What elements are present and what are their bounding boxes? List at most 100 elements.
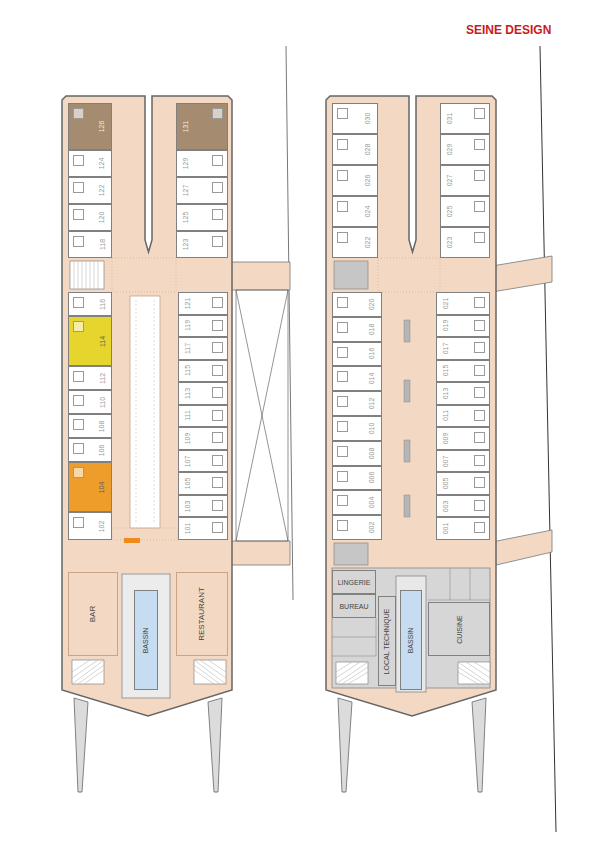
stair-steps [194,660,226,684]
atrium-void [130,296,160,528]
hotel-room: 129 [176,150,228,177]
room-number: 008 [369,447,376,459]
stair [194,660,226,684]
corridor-furniture [404,320,410,517]
room-space: RESTAURANT [176,572,228,656]
hotel-room: 021 [436,292,490,315]
bathroom-fixture [212,108,223,119]
landing-pattern [112,528,178,540]
room-number: 031 [446,113,453,125]
room-number: 127 [182,185,189,197]
stair-steps [336,662,368,684]
room-number: 007 [442,455,449,467]
room-number: 122 [99,185,106,197]
room-number: 027 [446,175,453,187]
hotel-room: 112 [68,366,112,390]
bathroom-fixture [212,455,223,466]
space-name: LOCAL TECHNIQUE [384,608,391,674]
bathroom-fixture [337,170,348,181]
bathroom-fixture [337,347,348,358]
bathroom-fixture [474,477,485,488]
space-name: BASSIN [408,627,415,653]
room-number: 126 [99,121,106,133]
room-number: 115 [184,365,191,376]
hotel-room: 102 [68,512,112,540]
room-number: 004 [369,497,376,509]
room-number: 121 [184,297,191,309]
room-number: 006 [369,472,376,484]
room-number: 116 [99,298,106,309]
hotel-room: 018 [332,317,382,342]
hotel-room: 131 [176,103,228,150]
bathroom-fixture [474,432,485,443]
room-number: 025 [446,206,453,218]
room-number: 020 [369,299,376,311]
bathroom-fixture [212,500,223,511]
hotel-room: 015 [436,360,490,383]
room-number: 124 [99,158,106,170]
service-room [334,543,368,565]
bathroom-fixture [73,371,84,382]
bathroom-fixture [474,201,485,212]
hotel-room: 009 [436,427,490,450]
room-number: 118 [99,239,106,250]
stair [70,261,104,289]
room-number: 022 [365,237,372,249]
bathroom-fixture [212,522,223,533]
pool-frame [396,576,426,692]
bathroom-fixture [337,471,348,482]
bathroom-fixture [212,236,223,247]
hotel-room: 010 [332,416,382,441]
room-number: 005 [442,478,449,490]
service-room [334,261,368,289]
bathroom-fixture [337,297,348,308]
hotel-room: 014 [332,366,382,391]
bathroom-fixture [212,432,223,443]
bathroom-fixture [474,387,485,398]
hotel-room: 013 [436,382,490,405]
room-number: 030 [365,113,372,125]
room-number: 111 [184,411,191,422]
hotel-room: 126 [68,103,112,150]
room-number: 001 [442,523,449,535]
hotel-room: 011 [436,405,490,428]
hotel-room: 004 [332,490,382,515]
bathroom-fixture [474,455,485,466]
room-number: 009 [442,433,449,445]
bathroom-fixture [73,395,84,406]
bathroom-fixture [337,396,348,407]
hotel-room: 110 [68,390,112,414]
hotel-room: 001 [436,517,490,540]
bathroom-fixture [212,365,223,376]
room-number: 021 [442,297,449,309]
hotel-room: 107 [178,450,228,473]
hotel-room: 002 [332,515,382,540]
room-number: 104 [99,481,106,493]
hotel-room: 109 [178,427,228,450]
hotel-room: 121 [178,292,228,315]
hotel-room: 106 [68,438,112,462]
gangway [228,262,290,565]
room-number: 002 [369,522,376,534]
room-number: 106 [99,444,106,456]
hotel-room: 003 [436,495,490,518]
room-number: 103 [184,500,191,512]
bathroom-fixture [474,342,485,353]
room-space: BUREAU [332,594,376,618]
hotel-room: 103 [178,495,228,518]
bathroom-fixture [73,297,84,308]
room-number: 024 [365,206,372,218]
room-space: LINGERIE [332,570,376,594]
stair-steps [74,261,98,289]
room-number: 023 [446,237,453,249]
hotel-room: 006 [332,466,382,491]
room-number: 105 [184,478,191,490]
hotel-room: 111 [178,405,228,428]
room-space: BAR [68,572,118,656]
stair [336,662,368,684]
hotel-room: 026 [332,165,378,196]
bathroom-fixture [337,201,348,212]
hotel-room: 020 [332,292,382,317]
hotel-room: 023 [440,227,490,258]
bathroom-fixture [73,443,84,454]
